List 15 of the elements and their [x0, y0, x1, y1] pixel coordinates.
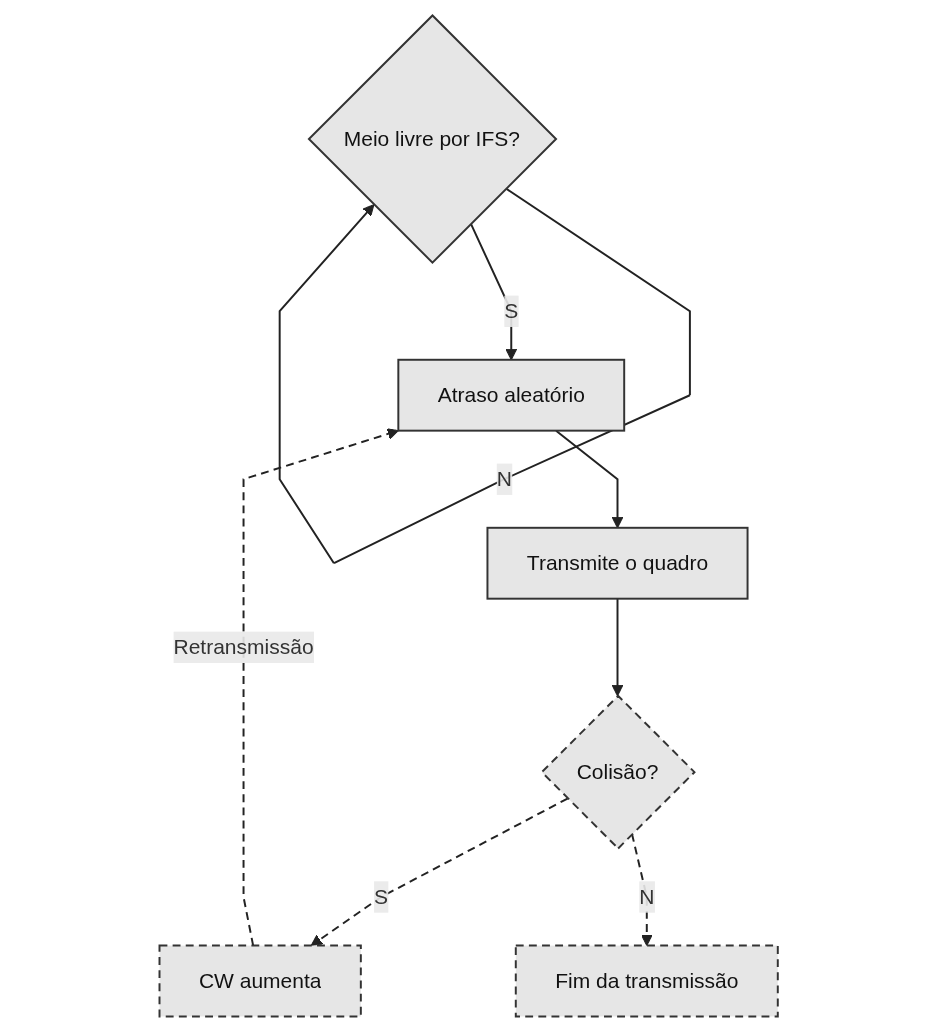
node-box: Fim da transmissão	[514, 944, 779, 1018]
node-diamond: Colisão?	[540, 694, 696, 850]
arrow	[310, 797, 569, 947]
node-box: Atraso aleatório	[397, 358, 626, 432]
node-box: CW aumenta	[158, 944, 362, 1018]
arrow	[554, 429, 624, 529]
edge-label: N	[639, 885, 655, 908]
node-box: Transmite o quadro	[486, 526, 749, 600]
arrow	[611, 597, 624, 697]
node-diamond: Meio livre por IFS?	[307, 14, 558, 265]
edge-label: S	[504, 299, 519, 322]
arrow	[242, 428, 399, 947]
edge-label: Retransmissão	[173, 635, 314, 658]
edge-label: N	[496, 467, 512, 490]
edge-label: S	[373, 885, 388, 908]
